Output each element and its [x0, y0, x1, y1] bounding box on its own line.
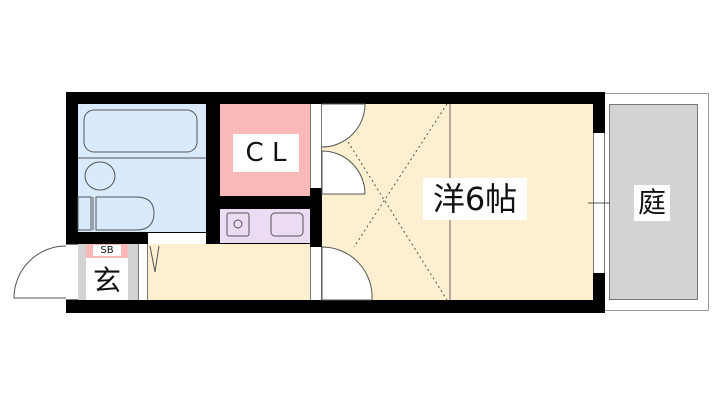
hall-top-strip: [148, 233, 206, 244]
closet-label: C L: [233, 134, 299, 172]
bathroom: [78, 104, 206, 232]
western-room-label: 洋6帖: [423, 178, 527, 220]
closet-door-opening: [310, 104, 322, 188]
kitchen: [220, 209, 310, 243]
entrance-label: 玄: [90, 264, 124, 298]
shoebox-label: SB: [100, 245, 114, 256]
shoebox-label-bg: [93, 245, 121, 256]
hallway: [148, 244, 310, 300]
garden-label: 庭: [634, 185, 670, 221]
entrance-door-opening: [66, 244, 78, 300]
entrance-hall-partition: [138, 244, 148, 300]
